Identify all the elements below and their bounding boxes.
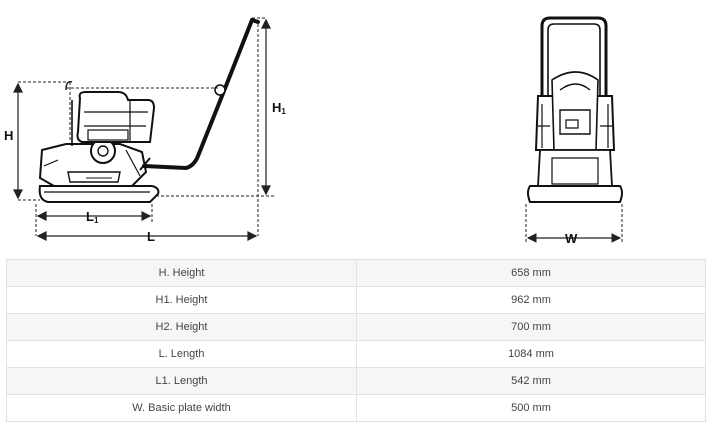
front-view-dimensions: [525, 204, 623, 244]
label-l1: L1: [86, 209, 99, 225]
label-h1: H1: [272, 100, 286, 116]
spec-value: 962 mm: [356, 286, 706, 314]
label-h: H: [4, 128, 13, 143]
spec-value: 542 mm: [356, 367, 706, 395]
spec-label: W. Basic plate width: [6, 394, 357, 422]
table-row: L1. Length 542 mm: [6, 367, 706, 395]
front-handle-frame: [540, 16, 608, 96]
spec-value: 658 mm: [356, 259, 706, 287]
engine: [76, 91, 156, 143]
compactor-technical-drawing: H H1 L1 L W: [4, 16, 623, 246]
handle-pivot: [214, 84, 226, 96]
side-view-dimensions: [13, 18, 271, 241]
table-row: H2. Height 700 mm: [6, 313, 706, 341]
front-base-plate: [527, 185, 623, 203]
table-row: H. Height 658 mm: [6, 259, 706, 287]
table-row: H1. Height 962 mm: [6, 286, 706, 314]
table-row: W. Basic plate width 500 mm: [6, 394, 706, 422]
side-view-reference-lines: [18, 17, 276, 236]
spec-label: L1. Length: [6, 367, 357, 395]
side-view: [38, 18, 260, 203]
spec-value: 500 mm: [356, 394, 706, 422]
spec-label: H1. Height: [6, 286, 357, 314]
spec-label: H2. Height: [6, 313, 357, 341]
spec-value: 700 mm: [356, 313, 706, 341]
spec-label: H. Height: [6, 259, 357, 287]
label-w: W: [565, 231, 578, 246]
spec-value: 1084 mm: [356, 340, 706, 368]
handle-bar: [142, 18, 254, 171]
base-plate: [38, 185, 160, 203]
front-view: [527, 16, 623, 203]
table-row: L. Length 1084 mm: [6, 340, 706, 368]
specifications-table: H. Height 658 mm H1. Height 962 mm H2. H…: [6, 259, 706, 422]
label-l: L: [147, 229, 155, 244]
spec-label: L. Length: [6, 340, 357, 368]
